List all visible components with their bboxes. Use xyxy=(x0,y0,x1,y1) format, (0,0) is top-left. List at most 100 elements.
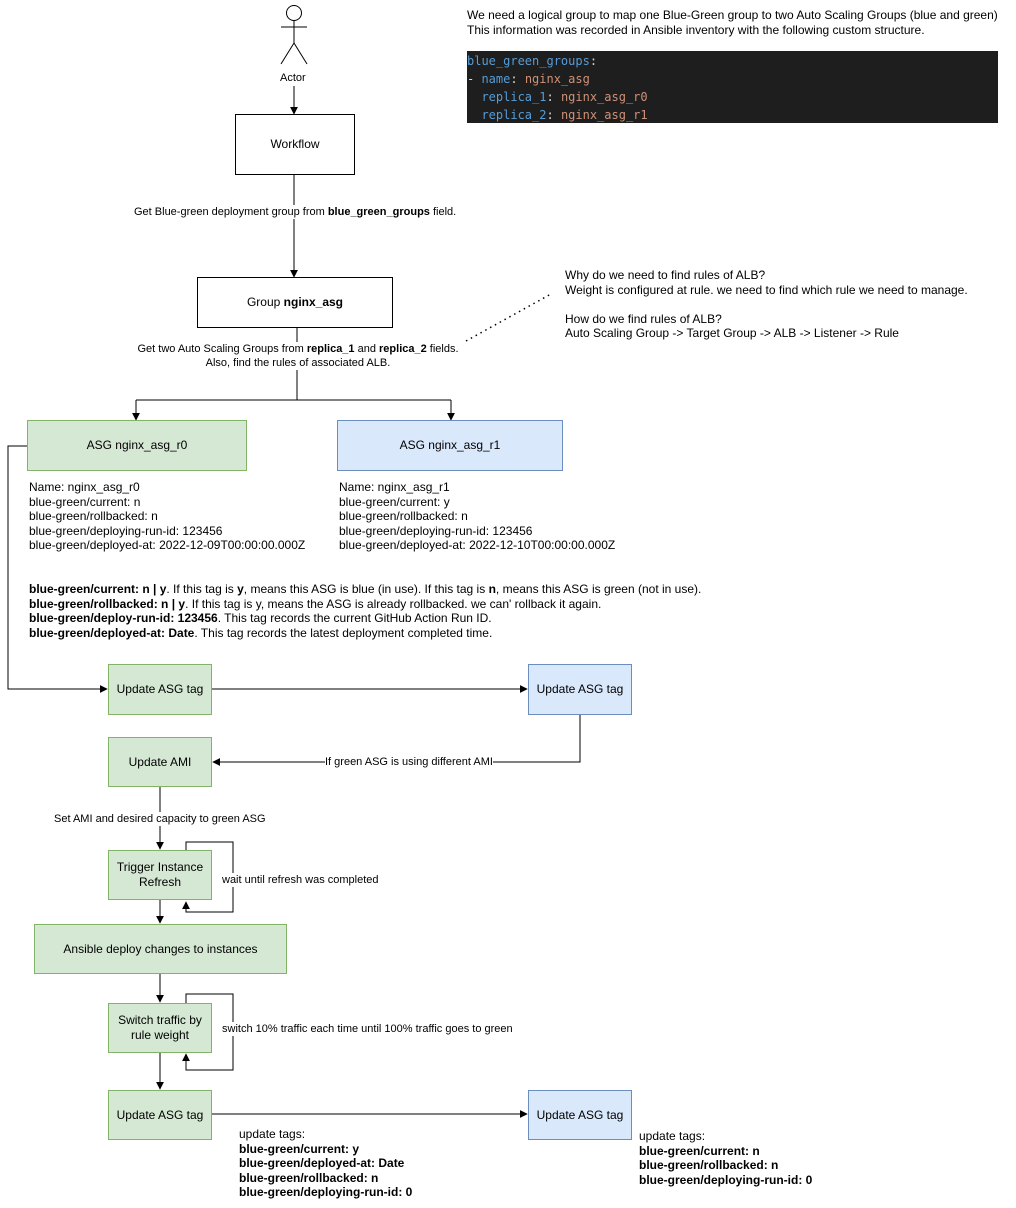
code-punct: : xyxy=(589,54,598,68)
final-tag-line: blue-green/deployed-at: Date xyxy=(239,1156,405,1170)
code-punct: - xyxy=(467,72,482,86)
final-tag-line: blue-green/current: y xyxy=(239,1141,360,1156)
alb-note-connector xyxy=(465,293,552,342)
edge-label-bold: replica_2 xyxy=(379,343,427,355)
code-punct: : xyxy=(546,108,561,122)
tag-legend-row: blue-green/current: n | y. If this tag i… xyxy=(29,582,701,597)
header-note: We need a logical group to map one Blue-… xyxy=(467,8,998,37)
tag-legend-row: blue-green/rollbacked: n | y. If this ta… xyxy=(29,597,701,612)
tag-legend-text: . If this tag is y, means the ASG is alr… xyxy=(185,596,602,611)
step-label: Ansible deploy changes to instances xyxy=(63,941,258,956)
alb-note-line: Auto Scaling Group -> Target Group -> AL… xyxy=(565,326,899,340)
code-key: blue_green_groups xyxy=(467,54,590,68)
edge-label-text: Get two Auto Scaling Groups from xyxy=(137,343,307,355)
final-tag-line: blue-green/deploying-run-id: 0 xyxy=(239,1185,413,1199)
asg-r1-tag: blue-green/rollbacked: n xyxy=(339,509,468,523)
edge-label-get-asgs: Get two Auto Scaling Groups from replica… xyxy=(136,342,460,370)
edge-label-text: fields. xyxy=(426,343,459,355)
asg-r1-label: ASG nginx_asg_r1 xyxy=(399,438,501,452)
asg-r0-node[interactable]: ASG nginx_asg_r0 xyxy=(27,420,247,471)
asg-r0-tag: Name: nginx_asg_r0 xyxy=(29,480,140,494)
alb-note-line: Why do we need to find rules of ALB? xyxy=(565,268,766,282)
ansible-deploy-node[interactable]: Ansible deploy changes to instances xyxy=(34,924,287,974)
final-tag-line: blue-green/rollbacked: n xyxy=(639,1158,779,1172)
workflow-label: Workflow xyxy=(270,137,320,151)
final-tags-blue: update tags: blue-green/current: n blue-… xyxy=(639,1129,812,1187)
asg-r1-tag: Name: nginx_asg_r1 xyxy=(339,480,450,494)
actor-label: Actor xyxy=(280,71,306,85)
tag-legend-key: blue-green/deploy-run-id: 123456 xyxy=(29,611,218,625)
header-note-line-2: This information was recorded in Ansible… xyxy=(467,22,925,37)
code-value: nginx_asg_r1 xyxy=(560,108,648,122)
update-tag-blue-node[interactable]: Update ASG tag xyxy=(528,664,632,715)
edge-r0-update-tag xyxy=(7,445,108,693)
code-indent xyxy=(467,108,481,122)
step-label: Update AMI xyxy=(128,754,192,769)
step-label: Update ASG tag xyxy=(536,1107,624,1122)
code-punct: : xyxy=(510,72,525,86)
tag-legend-key: y xyxy=(237,582,244,596)
step-label: Update ASG tag xyxy=(536,682,624,696)
step-label: Trigger Instance Refresh xyxy=(116,860,204,889)
trigger-refresh-node[interactable]: Trigger Instance Refresh xyxy=(108,850,212,900)
header-note-line-1: We need a logical group to map one Blue-… xyxy=(467,8,998,22)
final-tags-title: update tags: xyxy=(639,1129,706,1143)
tag-legend-text: , means this ASG is blue (in use). If th… xyxy=(243,582,489,596)
group-node[interactable]: Group nginx_asg xyxy=(197,277,393,328)
update-tag-green-node[interactable]: Update ASG tag xyxy=(108,664,212,715)
code-indent xyxy=(467,90,481,104)
asg-r0-tag: blue-green/rollbacked: n xyxy=(29,509,158,523)
code-key: name xyxy=(481,72,511,86)
asg-r0-tags: Name: nginx_asg_r0 blue-green/current: n… xyxy=(29,480,305,553)
workflow-node[interactable]: Workflow xyxy=(235,114,355,175)
code-key: replica_1 xyxy=(481,90,547,104)
code-value: nginx_asg_r0 xyxy=(560,90,648,104)
code-key: replica_2 xyxy=(481,108,547,122)
asg-r0-label: ASG nginx_asg_r0 xyxy=(86,438,188,452)
tag-legend-text: . This tag records the current GitHub Ac… xyxy=(217,611,492,625)
update-ami-node[interactable]: Update AMI xyxy=(108,737,212,787)
alb-note-line: Weight is configured at rule. we need to… xyxy=(565,282,968,297)
tag-legend-key: n xyxy=(488,582,496,596)
edge-label-text: field. xyxy=(429,206,457,218)
tag-legend-row: blue-green/deployed-at: Date. This tag r… xyxy=(29,626,701,641)
alb-note-line: How do we find rules of ALB? xyxy=(565,311,722,326)
tag-legend-text: . This tag records the latest deployment… xyxy=(194,625,493,640)
step-label: Update ASG tag xyxy=(116,682,204,696)
edge-label-different-ami: If green ASG is using different AMI xyxy=(325,755,493,769)
tag-legend-key: blue-green/rollbacked: n | y xyxy=(29,596,186,611)
asg-r1-tag: blue-green/current: y xyxy=(339,494,450,509)
code-punct: : xyxy=(546,90,561,104)
tag-legend: blue-green/current: n | y . If this tag i… xyxy=(29,582,701,640)
final-tags-green: update tags: blue-green/current: y blue-… xyxy=(239,1127,412,1200)
asg-r0-tag: blue-green/deploying-run-id: 123456 xyxy=(29,523,223,538)
tag-legend-row: blue-green/deploy-run-id: 123456. This t… xyxy=(29,611,701,626)
edge-label-bold: replica_1 xyxy=(306,343,355,355)
code-value: nginx_asg xyxy=(524,72,590,86)
final-update-tag-green-node[interactable]: Update ASG tag xyxy=(108,1090,212,1140)
asg-r1-tags: Name: nginx_asg_r1 blue-green/current: y… xyxy=(339,480,615,553)
final-tag-line: blue-green/rollbacked: n xyxy=(239,1170,379,1185)
edge-label-text: Also, find the rules of associated ALB. xyxy=(205,357,391,369)
final-tag-line: blue-green/current: n xyxy=(639,1143,760,1158)
final-update-tag-blue-node[interactable]: Update ASG tag xyxy=(528,1090,632,1140)
edge-label-text: Get Blue-green deployment group from xyxy=(134,206,328,218)
group-label-name: nginx_asg xyxy=(283,295,344,309)
tag-legend-text: , means this ASG is green (not in use). xyxy=(495,582,702,596)
actor-figure xyxy=(280,5,308,65)
switch-traffic-node[interactable]: Switch traffic by rule weight xyxy=(108,1003,212,1053)
edge-label-text: and xyxy=(354,343,380,355)
tag-legend-key: blue-green/deployed-at: Date xyxy=(29,625,195,640)
asg-r0-tag: blue-green/current: n xyxy=(29,494,141,509)
alb-note: Why do we need to find rules of ALB? Wei… xyxy=(565,268,968,341)
asg-r0-tag: blue-green/deployed-at: 2022-12-09T00:00… xyxy=(29,538,306,552)
final-tags-title: update tags: xyxy=(239,1127,306,1141)
edge-label-get-group: Get Blue-green deployment group from blu… xyxy=(134,205,457,219)
step-label: Switch traffic by rule weight xyxy=(118,1013,202,1042)
edge-label-wait-refresh: wait until refresh was completed xyxy=(222,873,379,887)
inventory-code-block: blue_green_groups: - name: nginx_asg rep… xyxy=(467,51,998,123)
edge-label-bold: blue_green_groups xyxy=(327,206,430,218)
tag-legend-key: blue-green/current: n | y xyxy=(29,582,167,596)
asg-r1-node[interactable]: ASG nginx_asg_r1 xyxy=(337,420,563,471)
